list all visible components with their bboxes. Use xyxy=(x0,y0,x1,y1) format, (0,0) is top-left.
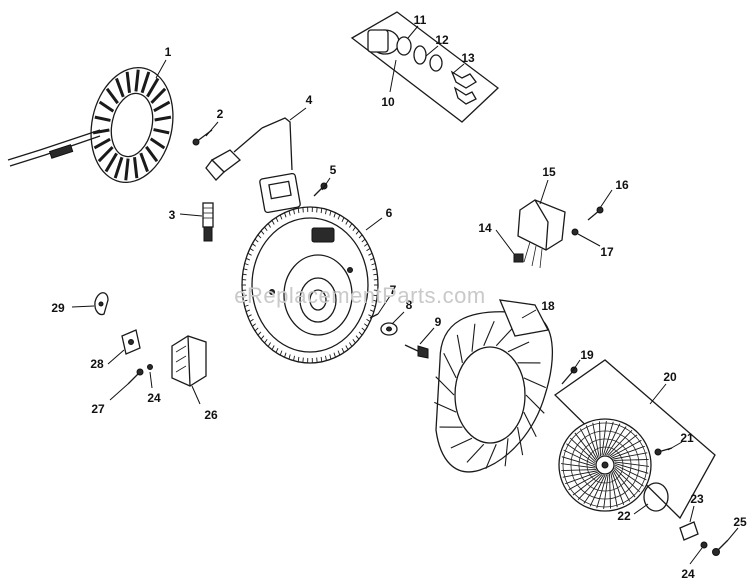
callout-6: 6 xyxy=(386,206,393,220)
part-washer-17[interactable] xyxy=(571,228,579,236)
callout-21: 21 xyxy=(680,431,694,445)
part-washer-8[interactable] xyxy=(380,322,398,336)
callout-16: 16 xyxy=(615,178,629,192)
part-screw-25[interactable] xyxy=(712,539,729,556)
callout-18: 18 xyxy=(541,299,555,313)
callout-13: 13 xyxy=(461,51,475,65)
callout-1: 1 xyxy=(165,45,172,59)
part-ring-22[interactable] xyxy=(643,482,669,512)
callout-10: 10 xyxy=(381,95,395,109)
part-ignition-module[interactable] xyxy=(205,117,301,214)
callout-26: 26 xyxy=(204,408,218,422)
part-bolt-9[interactable] xyxy=(404,344,429,359)
callout-27: 27 xyxy=(91,402,105,416)
callout-24-right: 24 xyxy=(681,567,695,581)
part-flywheel[interactable] xyxy=(241,206,379,364)
callout-29: 29 xyxy=(51,301,65,315)
callout-9: 9 xyxy=(435,315,442,329)
part-spark-plug[interactable] xyxy=(202,202,214,242)
part-bracket-28[interactable] xyxy=(121,329,141,355)
part-washer-24a[interactable] xyxy=(147,364,153,370)
watermark: eReplacementParts.com xyxy=(234,283,485,308)
part-key-7[interactable] xyxy=(369,313,379,319)
leader-lines xyxy=(71,25,739,565)
callout-8: 8 xyxy=(406,298,413,312)
part-rectifier-15[interactable] xyxy=(517,199,566,269)
callout-7: 7 xyxy=(390,283,397,297)
part-spacer-23[interactable] xyxy=(679,521,699,541)
callout-22: 22 xyxy=(617,509,631,523)
callout-12: 12 xyxy=(435,33,449,47)
part-fan-grille[interactable] xyxy=(553,359,716,520)
callout-11: 11 xyxy=(414,13,427,27)
callout-28: 28 xyxy=(90,357,104,371)
part-screw-27[interactable] xyxy=(127,368,144,385)
part-stator[interactable] xyxy=(7,60,183,190)
part-nut-14[interactable] xyxy=(513,253,524,263)
callout-3: 3 xyxy=(169,208,176,222)
callout-labels: 1 2 3 4 5 6 7 8 9 10 11 12 13 14 15 16 1… xyxy=(51,13,747,581)
callout-14: 14 xyxy=(478,221,492,235)
part-washer-24b[interactable] xyxy=(700,541,708,549)
callout-24-left: 24 xyxy=(147,391,161,405)
callout-17: 17 xyxy=(600,245,614,259)
part-clip-29[interactable] xyxy=(94,292,109,316)
part-key-switch-group[interactable] xyxy=(350,11,500,123)
callout-4: 4 xyxy=(306,93,313,107)
part-regulator-26[interactable] xyxy=(171,335,207,387)
callout-15: 15 xyxy=(542,165,556,179)
callout-25: 25 xyxy=(733,515,747,529)
callout-23: 23 xyxy=(690,492,704,506)
part-blower-housing[interactable] xyxy=(434,299,553,473)
callout-5: 5 xyxy=(330,163,337,177)
callout-20: 20 xyxy=(663,370,677,384)
part-screw-16[interactable] xyxy=(587,206,604,221)
callout-19: 19 xyxy=(580,348,594,362)
callout-2: 2 xyxy=(217,107,224,121)
